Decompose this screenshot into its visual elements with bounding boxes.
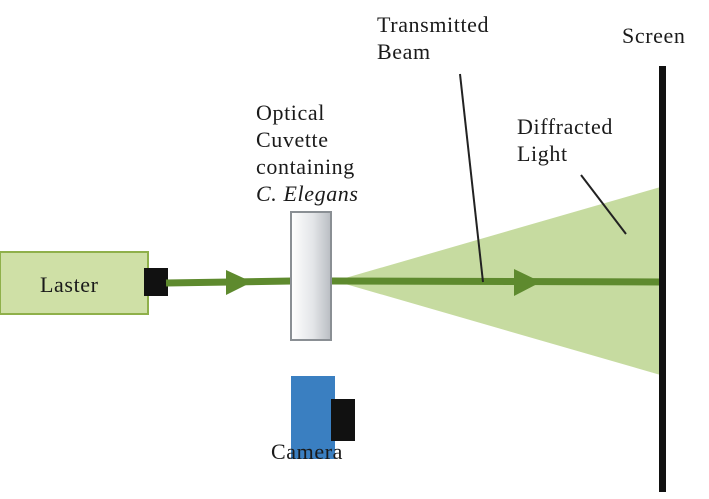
- laser-aperture: [144, 268, 168, 296]
- cuvette-label-line3: containing: [256, 154, 355, 179]
- camera-lens: [331, 399, 355, 441]
- transmitted-label-line1: Transmitted: [377, 12, 490, 37]
- screen-bar: [659, 66, 666, 492]
- laser-box: [0, 251, 149, 315]
- beam-arrow-1: [226, 270, 252, 295]
- diffracted-label-line1: Diffracted: [517, 114, 613, 139]
- camera-label: Camera: [271, 439, 344, 464]
- transmitted-pointer: [459, 73, 484, 283]
- camera-body: [291, 376, 335, 459]
- transmitted-beam: [329, 277, 665, 286]
- cuvette-label-line2: Cuvette: [256, 127, 329, 152]
- cuvette-label-line4: C. Elegans: [256, 181, 359, 206]
- transmitted-label-line2: Beam: [377, 39, 431, 64]
- beam-arrow-2: [514, 269, 541, 296]
- screen-label: Screen: [622, 23, 686, 48]
- optical-cuvette: [290, 211, 332, 341]
- diffracted-pointer: [580, 174, 627, 235]
- diffracted-label-line2: Light: [517, 141, 568, 166]
- laser-label: Laster: [40, 272, 99, 297]
- cuvette-label-line1: Optical: [256, 100, 325, 125]
